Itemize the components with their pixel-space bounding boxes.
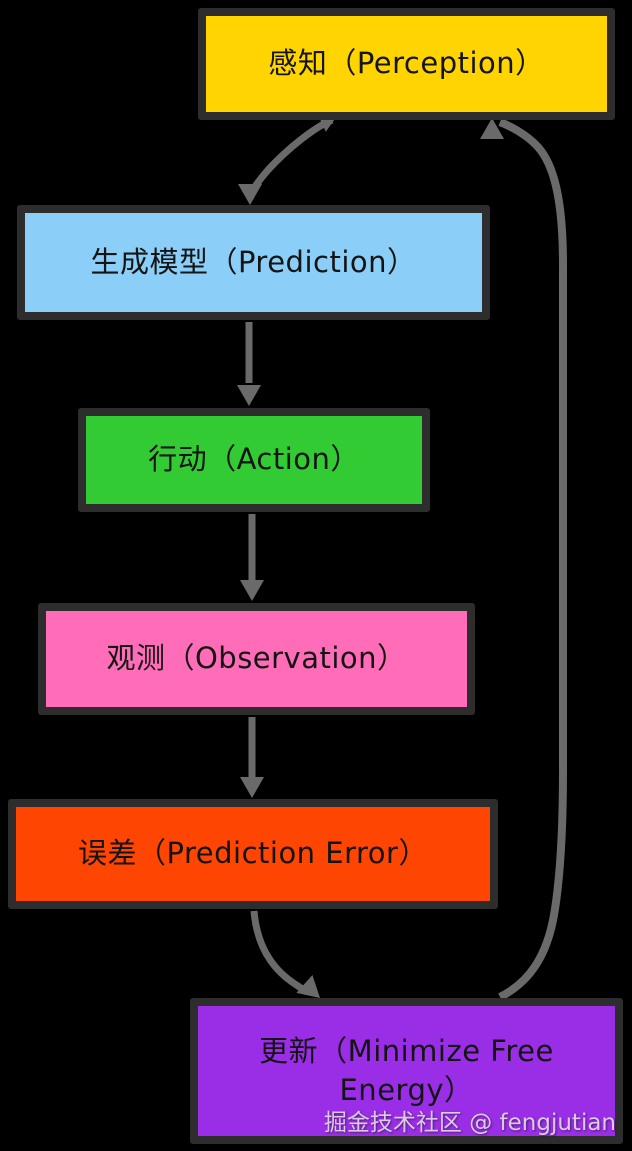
node-observation-label: 观测（Observation）	[106, 641, 407, 676]
node-prediction-error: 误差（Prediction Error）	[8, 799, 498, 909]
edge-update-perception	[498, 118, 567, 1001]
node-prediction: 生成模型（Prediction）	[17, 205, 490, 320]
node-prediction-label: 生成模型（Prediction）	[90, 244, 417, 279]
arrowhead-into-error	[240, 777, 264, 798]
edge-perception-prediction	[246, 116, 334, 200]
node-action: 行动（Action）	[78, 408, 430, 512]
node-action-label: 行动（Action）	[148, 442, 360, 477]
arrowhead-into-action	[237, 385, 261, 406]
node-observation: 观测（Observation）	[38, 603, 475, 715]
arrowhead-into-perception-right	[480, 118, 504, 139]
node-perception-label: 感知（Perception）	[268, 46, 545, 81]
arrowhead-into-update	[296, 975, 320, 998]
arrowhead-into-observation	[240, 580, 264, 601]
edge-error-update	[250, 910, 309, 996]
node-perception: 感知（Perception）	[198, 8, 615, 120]
watermark: 掘金技术社区 @ fengjutian	[323, 1110, 616, 1136]
arrowhead-into-prediction	[238, 184, 262, 205]
node-update: 更新（Minimize Free Energy）	[190, 998, 623, 1144]
node-update-label: 更新（Minimize Free Energy）	[259, 1033, 554, 1107]
node-prediction-error-label: 误差（Prediction Error）	[78, 836, 428, 871]
